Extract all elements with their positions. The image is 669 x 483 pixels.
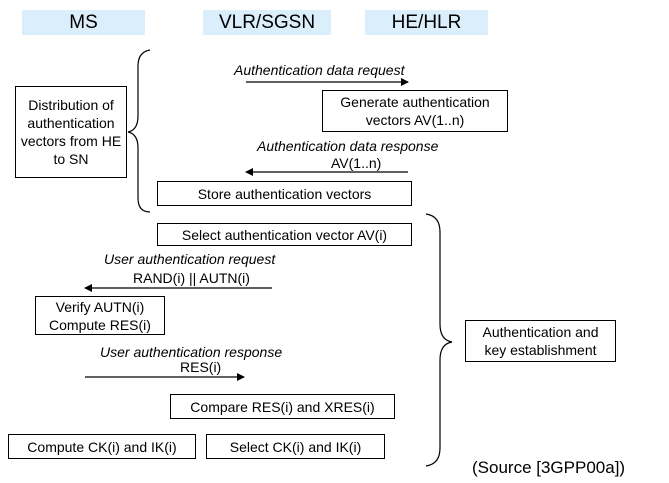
generate-av-label: Generate authentication vectors AV(1..n) [340, 94, 490, 128]
compare-res-box: Compare RES(i) and XRES(i) [170, 394, 395, 419]
verify-autn-box: Verify AUTN(i) Compute RES(i) [35, 296, 165, 335]
auth-data-response-label: Authentication data response [257, 138, 439, 154]
select-av-label: Select authentication vector AV(i) [181, 226, 388, 243]
select-ck-ik-box: Select CK(i) and IK(i) [206, 434, 385, 459]
auth-data-response-param: AV(1..n) [331, 155, 382, 171]
header-ms: MS [22, 10, 145, 35]
header-vlr-sgsn: VLR/SGSN [203, 10, 331, 35]
user-auth-request-param: RAND(i) || AUTN(i) [133, 270, 250, 286]
phase-auth-key-box: Authentication and key establishment [465, 320, 616, 362]
generate-av-box: Generate authentication vectors AV(1..n) [322, 90, 508, 132]
select-av-box: Select authentication vector AV(i) [157, 223, 412, 246]
auth-key-brace [425, 213, 453, 467]
phase-auth-key-label: Authentication and key establishment [482, 324, 599, 358]
compute-ck-ik-label: Compute CK(i) and IK(i) [27, 438, 177, 455]
select-ck-ik-label: Select CK(i) and IK(i) [229, 438, 362, 455]
user-auth-response-param: RES(i) [180, 359, 222, 375]
compare-res-label: Compare RES(i) and XRES(i) [190, 398, 375, 415]
compute-ck-ik-box: Compute CK(i) and IK(i) [8, 434, 196, 459]
auth-data-request-label: Authentication data request [234, 62, 405, 78]
store-av-box: Store authentication vectors [157, 181, 412, 206]
verify-autn-label: Verify AUTN(i) Compute RES(i) [49, 298, 151, 333]
distribution-brace [127, 49, 151, 213]
header-he-hlr: HE/HLR [365, 10, 488, 35]
source-note: (Source [3GPP00a]) [472, 458, 626, 477]
phase-distribution-label: Distribution of authentication vectors f… [20, 97, 122, 167]
phase-distribution-box: Distribution of authentication vectors f… [15, 86, 127, 178]
user-auth-request-label: User authentication request [104, 251, 276, 267]
store-av-label: Store authentication vectors [197, 185, 372, 202]
user-auth-response-label: User authentication response [100, 344, 283, 360]
